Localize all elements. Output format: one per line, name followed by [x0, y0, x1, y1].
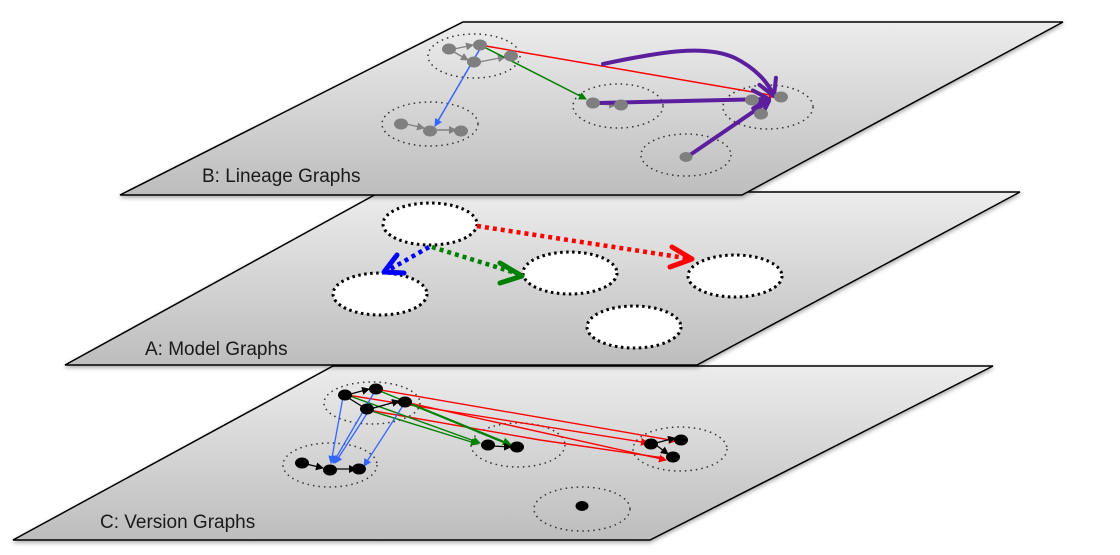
arrowhead-red: [667, 244, 695, 270]
model-node: [521, 250, 619, 296]
node: [481, 439, 495, 451]
nodes-c: [295, 383, 688, 511]
node: [510, 441, 524, 453]
node: [473, 39, 487, 51]
plane-version-graphs: C: Version Graphs: [12, 365, 994, 541]
arrowhead-green: [497, 260, 525, 286]
arrowhead-blue: [381, 252, 407, 276]
node: [467, 56, 481, 68]
edge-red: [539, 439, 665, 459]
cluster-b4: [722, 84, 814, 130]
lineage-edge-red: [479, 44, 777, 99]
edge-purple-curved: [601, 48, 778, 98]
green-edges-c: [346, 388, 513, 448]
node: [360, 403, 374, 415]
node: [586, 97, 600, 109]
plane-label-lineage-graphs: B: Lineage Graphs: [202, 166, 360, 187]
node: [394, 118, 408, 130]
edge-green: [374, 388, 511, 446]
model-edge-blue: [385, 245, 431, 273]
model-node: [331, 271, 429, 317]
plane-b-surface: [119, 21, 1064, 196]
edge-blue: [334, 411, 369, 464]
edge-blue: [363, 403, 405, 467]
node: [442, 43, 456, 55]
model-node: [686, 253, 784, 299]
model-nodes: [331, 201, 784, 350]
edge-purple: [685, 99, 771, 159]
node: [614, 99, 628, 111]
cluster-b2: [381, 101, 479, 147]
cluster-c2: [282, 442, 378, 488]
edge-green: [404, 401, 513, 448]
model-node: [381, 201, 479, 247]
edge-red: [404, 401, 667, 463]
edge-red: [374, 388, 677, 444]
lineage-edge-green: [479, 44, 587, 100]
node: [774, 91, 788, 103]
node: [754, 108, 768, 120]
node: [454, 125, 468, 137]
edge-blue: [332, 390, 376, 464]
node: [338, 389, 352, 401]
plane-model-graphs: A: Model Graphs: [64, 191, 1021, 366]
plane-label-model-graphs: A: Model Graphs: [145, 339, 288, 360]
node: [575, 501, 589, 511]
node: [504, 50, 518, 62]
cluster-c3: [470, 422, 566, 468]
edge-blue: [328, 396, 344, 464]
node: [352, 463, 366, 475]
node: [745, 94, 759, 106]
node: [323, 464, 337, 476]
model-node: [585, 304, 683, 350]
cluster-b3: [572, 83, 664, 129]
node: [674, 434, 688, 446]
node: [679, 152, 693, 162]
node: [398, 396, 412, 408]
node: [644, 438, 658, 450]
node: [423, 125, 437, 137]
cluster-c4: [632, 426, 728, 472]
edge-green: [346, 394, 481, 445]
node: [295, 457, 309, 469]
node: [369, 383, 383, 395]
cluster-b5: [640, 133, 732, 177]
cluster-c1: [323, 381, 421, 425]
edge-green: [367, 409, 479, 446]
plane-c-surface: [12, 365, 994, 541]
nodes-b: [394, 39, 788, 162]
cluster-b1: [427, 33, 521, 79]
cluster-c5: [533, 486, 631, 532]
node: [666, 451, 680, 463]
plane-label-version-graphs: C: Version Graphs: [100, 512, 255, 533]
plane-lineage-graphs: B: Lineage Graphs: [119, 21, 1064, 196]
blue-edges-c: [328, 390, 405, 467]
